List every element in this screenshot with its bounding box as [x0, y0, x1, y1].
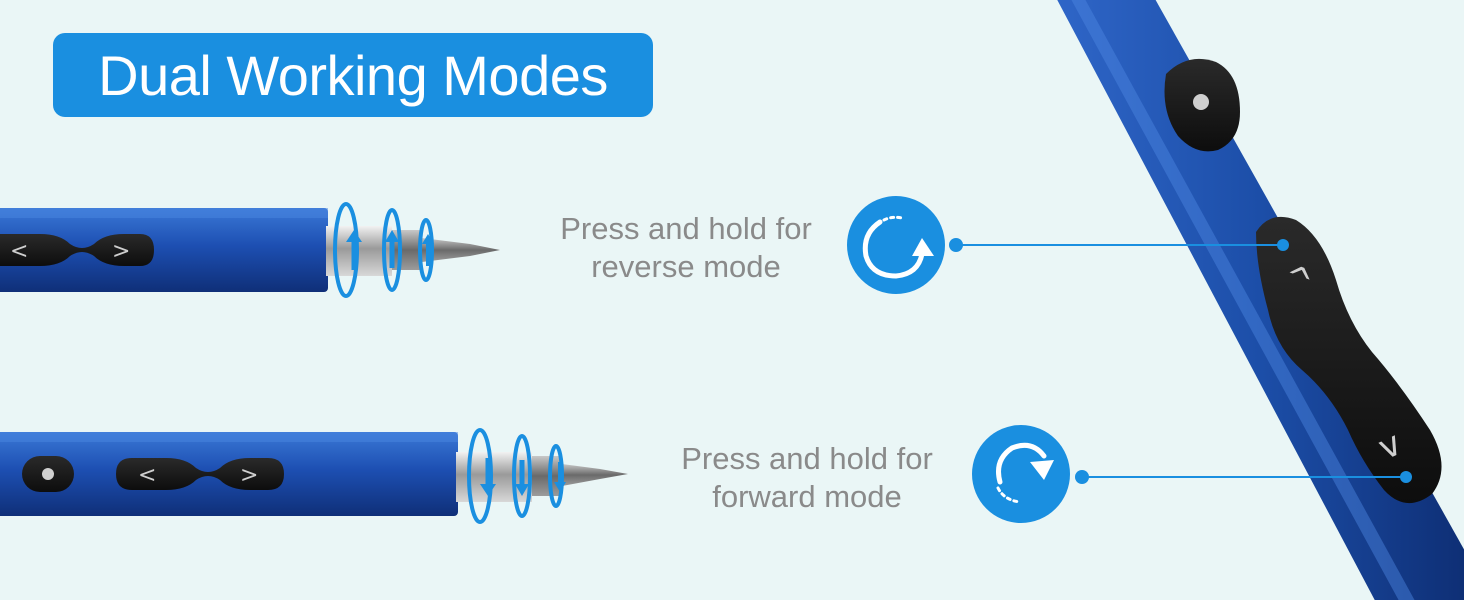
forward-mode-caption: Press and hold for forward mode — [640, 440, 974, 516]
rotation-rings-top-icon — [333, 202, 434, 298]
screwdriver-diagonal: ^ v — [1057, 0, 1464, 600]
power-button-bottom — [22, 456, 74, 492]
reverse-caption-line-2: reverse mode — [591, 249, 781, 284]
left-chevron-icon: < — [138, 463, 156, 488]
direction-button-strip: ^ v — [1256, 216, 1442, 504]
page-title: Dual Working Modes — [53, 33, 653, 117]
forward-mode-indicator — [972, 425, 1412, 523]
button-strip-top: < > — [0, 234, 154, 266]
left-chevron-icon: < — [10, 239, 28, 264]
counterclockwise-arrow-icon — [862, 215, 934, 279]
clockwise-arrow-icon — [996, 442, 1054, 504]
forward-caption-line-1: Press and hold for — [681, 441, 933, 476]
right-chevron-icon: > — [112, 239, 130, 264]
reverse-caption-line-1: Press and hold for — [560, 211, 812, 246]
reverse-mode-indicator — [847, 196, 1289, 294]
rotation-rings-bottom-icon — [467, 428, 566, 524]
power-dot-icon — [42, 468, 54, 480]
screwdriver-bottom: < > — [0, 428, 628, 524]
forward-caption-line-2: forward mode — [712, 479, 902, 514]
screwdriver-top: < > — [0, 202, 500, 298]
clockwise-badge — [972, 425, 1070, 523]
right-chevron-icon: > — [240, 463, 258, 488]
reverse-mode-caption: Press and hold for reverse mode — [510, 210, 862, 286]
power-button-diagonal — [1164, 58, 1240, 152]
power-dot-icon — [1193, 94, 1209, 110]
button-strip-bottom: < > — [116, 458, 284, 490]
